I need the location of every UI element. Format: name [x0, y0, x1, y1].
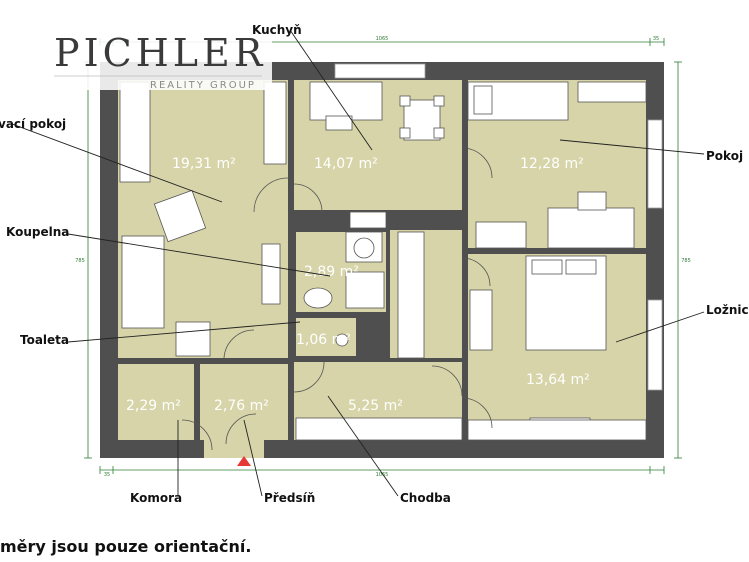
logo-name: PICHLER	[54, 31, 266, 75]
label-predsin: Předsíň	[264, 491, 315, 505]
area-loznice: 13,64 m²	[526, 372, 590, 388]
entrance-marker	[237, 456, 251, 466]
logo-subtitle: REALITY GROUP	[150, 80, 256, 91]
furniture-loznice	[467, 255, 647, 441]
area-toaleta: 1,06 m²	[296, 332, 351, 348]
label-toaleta: Toaleta	[20, 333, 69, 347]
label-obyvaci-pokoj: vací pokoj	[0, 117, 66, 131]
furniture-chodba	[295, 417, 463, 441]
doors	[181, 147, 493, 451]
area-koupelna: 2,89 m²	[304, 264, 359, 280]
dimension-small-top: 35	[653, 36, 659, 42]
furniture-obyvaci-pokoj	[119, 81, 287, 357]
dimension-small-bottom: 35	[104, 472, 110, 478]
area-chodba: 5,25 m²	[348, 398, 403, 414]
label-pokoj: Pokoj	[706, 149, 743, 163]
windows	[334, 63, 663, 391]
area-predsin: 2,76 m²	[214, 398, 269, 414]
floor-predsin-exit	[204, 440, 264, 458]
footer-note: měry jsou pouze orientační.	[0, 537, 252, 556]
area-komora: 2,29 m²	[126, 398, 181, 414]
fixtures-koupelna	[303, 231, 425, 359]
label-koupelna: Koupelna	[6, 225, 69, 239]
label-kuchyn: Kuchyň	[252, 23, 302, 37]
area-pokoj: 12,28 m²	[520, 156, 584, 172]
furniture-kuchyn	[309, 81, 445, 229]
dimension-bottom: 1065	[376, 472, 389, 478]
label-loznice: Ložnice	[706, 303, 749, 317]
logo-backdrop	[48, 20, 272, 90]
dimension-left: 785	[75, 258, 85, 264]
dimension-right: 785	[681, 258, 691, 264]
label-komora: Komora	[130, 491, 182, 505]
area-kuchyn: 14,07 m²	[314, 156, 378, 172]
label-chodba: Chodba	[400, 491, 451, 505]
area-obyvaci-pokoj: 19,31 m²	[172, 156, 236, 172]
dimension-top: 1065	[376, 36, 389, 42]
floor-komora	[118, 364, 194, 440]
furniture-pokoj	[467, 81, 647, 249]
dimension-lines	[84, 38, 682, 474]
floor-predsin	[200, 364, 288, 440]
leader-lines	[11, 29, 705, 497]
